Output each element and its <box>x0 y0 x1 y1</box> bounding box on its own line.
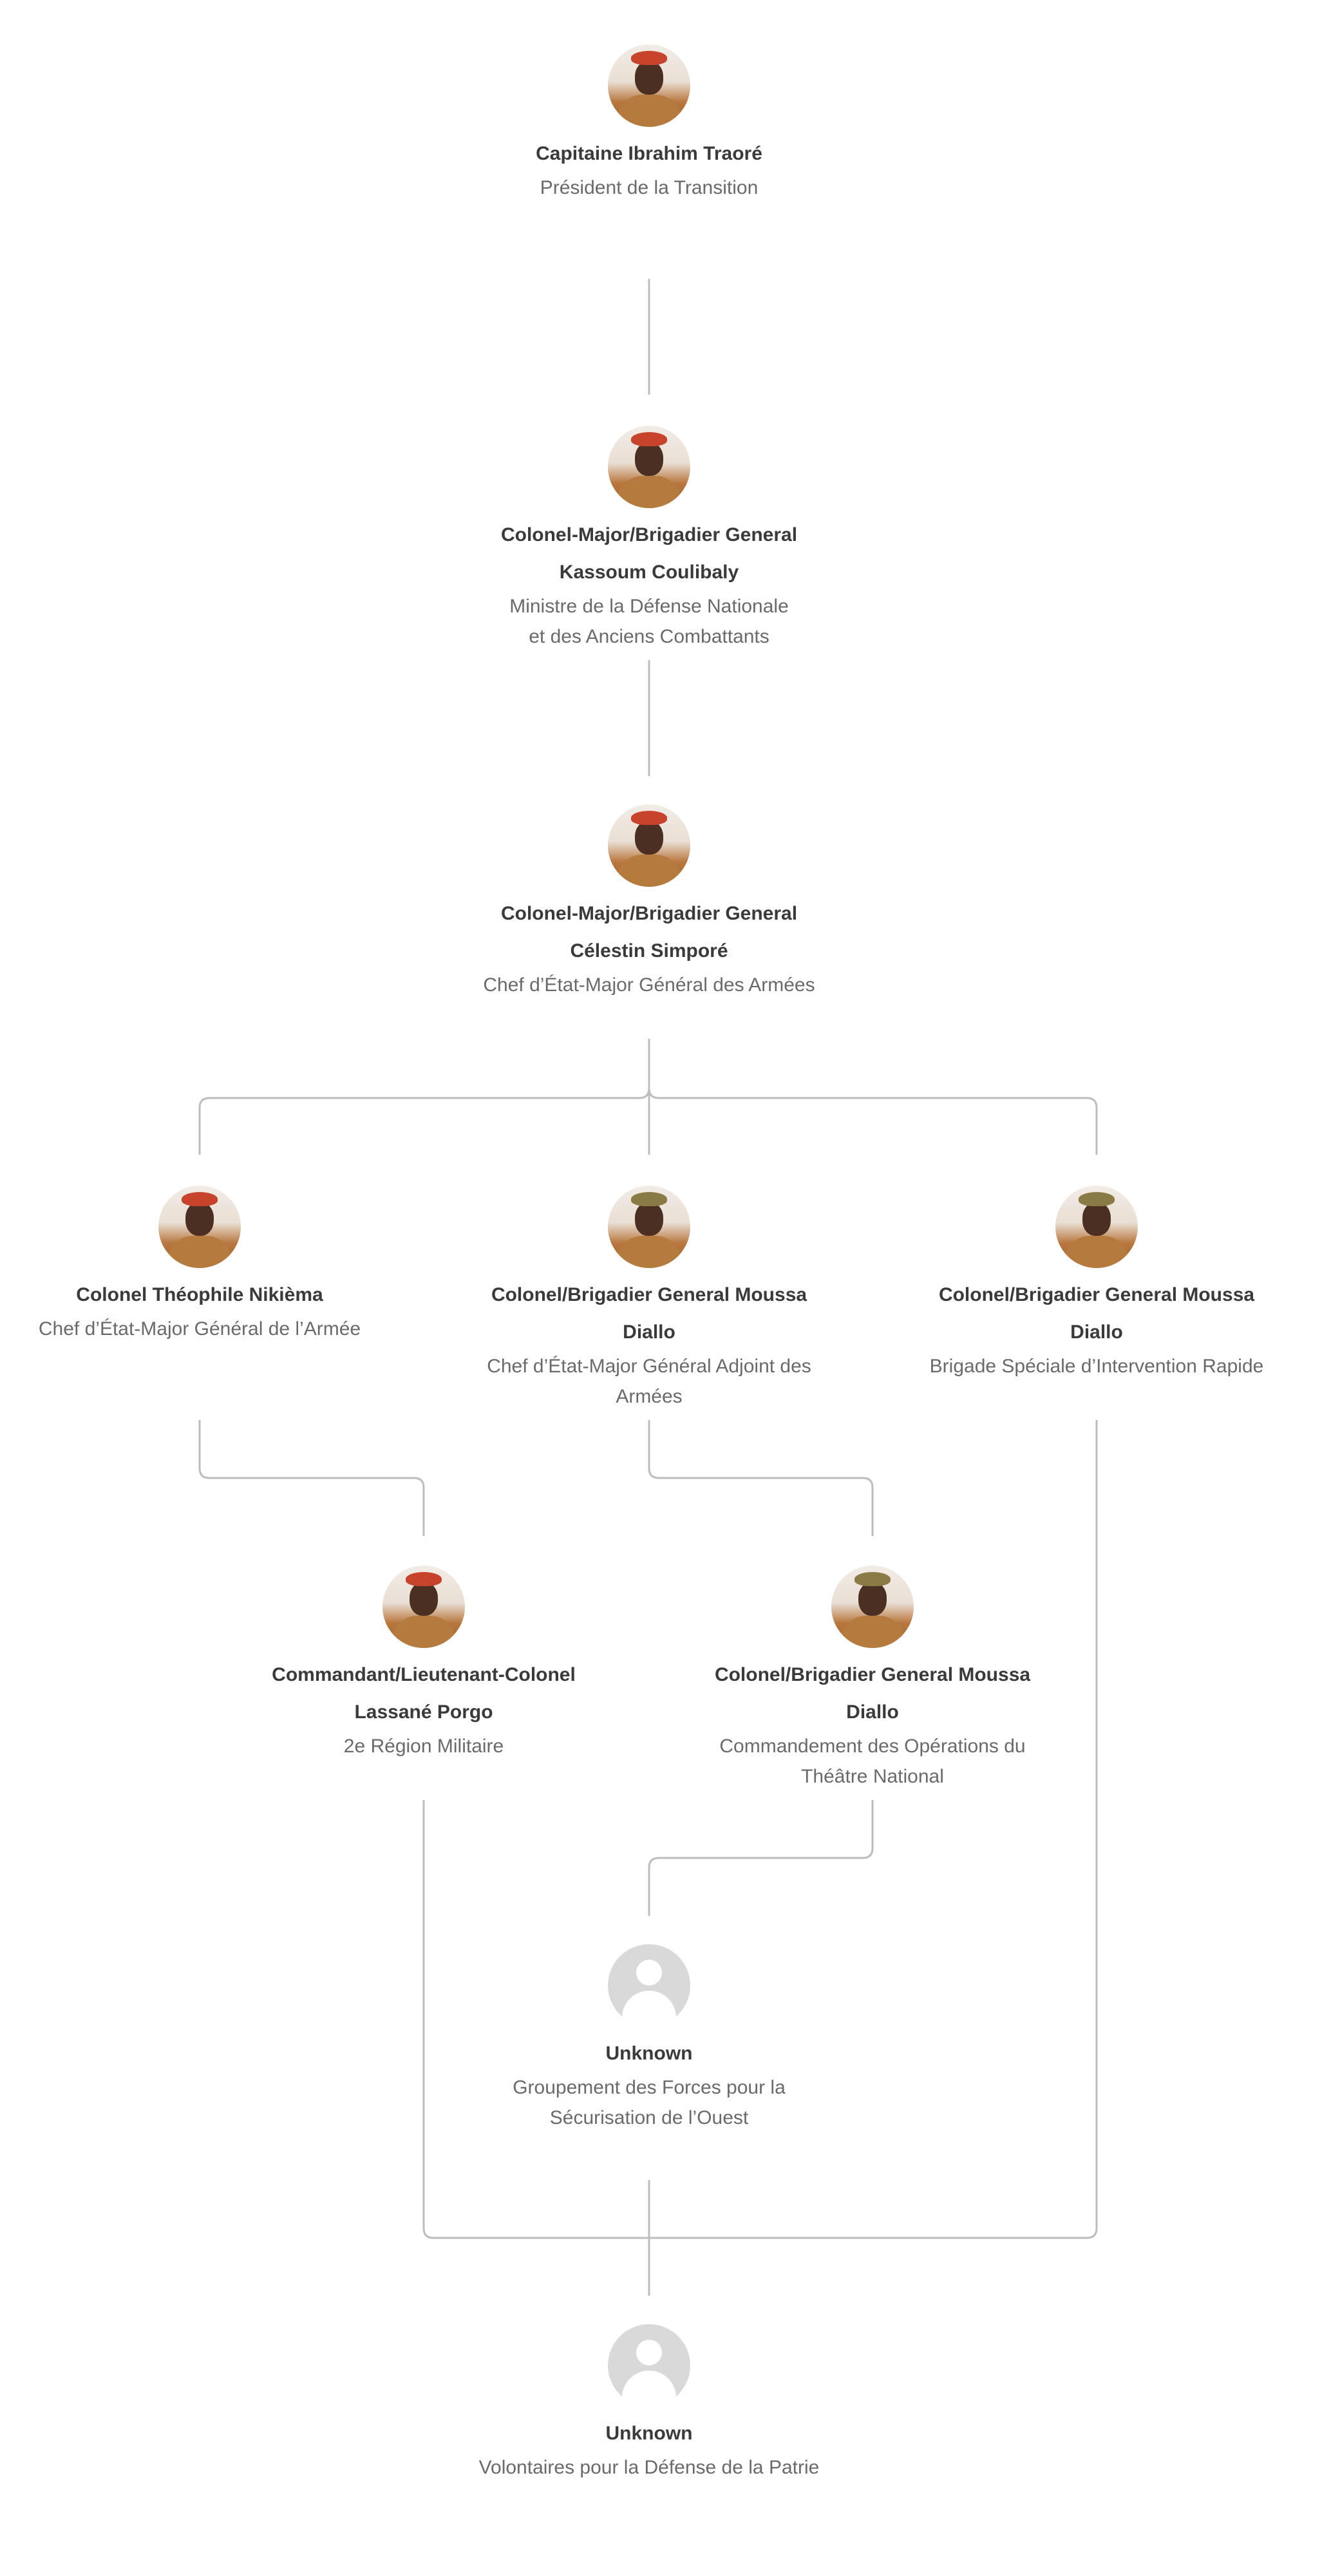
org-node[interactable]: Commandant/Lieutenant-Colonel Lassané Po… <box>243 1566 604 1761</box>
avatar-photo <box>608 426 690 508</box>
avatar-photo <box>831 1566 914 1648</box>
org-node[interactable]: Colonel-Major/Brigadier General Célestin… <box>469 804 829 1000</box>
node-name: Colonel-Major/Brigadier General Célestin… <box>500 903 798 961</box>
org-node[interactable]: Colonel Théophile Nikièma Chef d’État-Ma… <box>19 1186 380 1344</box>
org-node[interactable]: Unknown Groupement des Forces pour la Sé… <box>469 1944 829 2133</box>
node-name: Unknown <box>605 2043 693 2064</box>
node-title: Ministre de la Défense Nationale et des … <box>509 596 789 647</box>
avatar-photo <box>608 1186 690 1268</box>
connector <box>648 1088 1098 1155</box>
avatar-photo <box>382 1566 465 1648</box>
user-placeholder-icon <box>608 2324 690 2407</box>
avatar-photo <box>608 44 690 127</box>
node-title: 2e Région Militaire <box>343 1736 504 1757</box>
node-title: Chef d’État-Major Général Adjoint des Ar… <box>487 1356 811 1407</box>
node-name: Colonel-Major/Brigadier General Kassoum … <box>500 524 798 583</box>
node-name: Commandant/Lieutenant-Colonel Lassané Po… <box>272 1664 576 1723</box>
avatar-photo <box>1055 1186 1138 1268</box>
connector <box>198 1088 650 1155</box>
node-title: Volontaires pour la Défense de la Patrie <box>478 2457 820 2478</box>
connector <box>648 1420 874 1536</box>
avatar-photo <box>158 1186 241 1268</box>
node-name: Colonel Théophile Nikièma <box>76 1284 323 1305</box>
connector <box>422 1420 1098 2239</box>
user-placeholder-icon <box>608 1944 690 2027</box>
org-node[interactable]: Capitaine Ibrahim Traoré Président de la… <box>469 44 829 203</box>
node-name: Colonel/Brigadier General Moussa Diallo <box>714 1664 1031 1723</box>
node-name: Capitaine Ibrahim Traoré <box>536 143 762 164</box>
node-title: Chef d’État-Major Général de l’Armée <box>38 1318 361 1340</box>
connector <box>648 1800 874 1916</box>
node-name: Colonel/Brigadier General Moussa Diallo <box>491 1284 807 1343</box>
node-title: Brigade Spéciale d’Intervention Rapide <box>929 1356 1264 1377</box>
connector <box>198 1420 425 1536</box>
org-node[interactable]: Colonel-Major/Brigadier General Kassoum … <box>469 426 829 652</box>
org-node[interactable]: Colonel/Brigadier General Moussa Diallo … <box>469 1186 829 1412</box>
avatar-photo <box>608 804 690 887</box>
org-node[interactable]: Unknown Volontaires pour la Défense de l… <box>469 2324 829 2483</box>
node-name: Unknown <box>605 2423 693 2444</box>
node-name: Colonel/Brigadier General Moussa Diallo <box>938 1284 1255 1343</box>
node-title: Commandement des Opérations du Théâtre N… <box>719 1736 1026 1787</box>
org-node[interactable]: Colonel/Brigadier General Moussa Diallo … <box>692 1566 1053 1792</box>
node-title: Président de la Transition <box>540 177 759 198</box>
org-node[interactable]: Colonel/Brigadier General Moussa Diallo … <box>916 1186 1277 1381</box>
node-title: Groupement des Forces pour la Sécurisati… <box>513 2077 786 2128</box>
node-title: Chef d’État-Major Général des Armées <box>483 974 815 996</box>
